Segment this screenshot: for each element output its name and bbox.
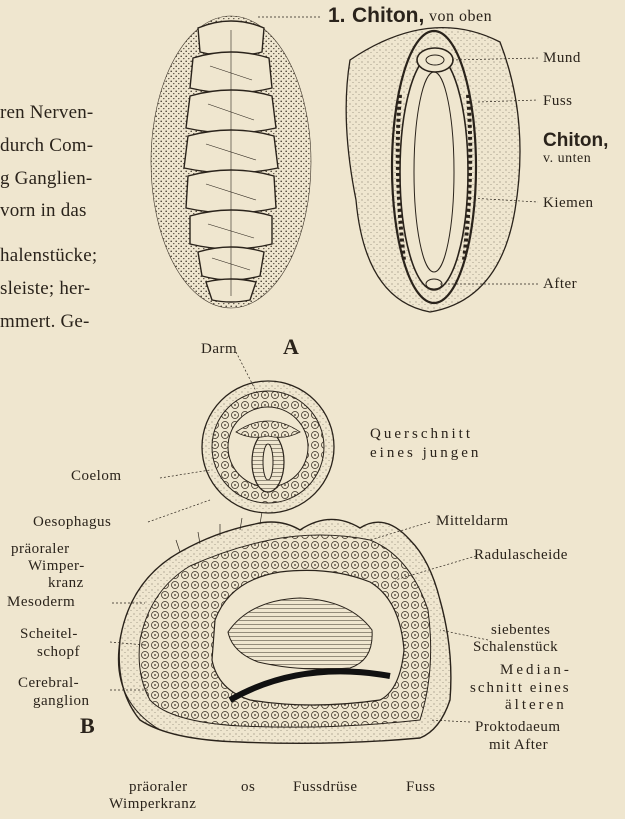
chiton-ventral-drawing <box>346 28 520 312</box>
label-querschnitt: Querschnitt <box>370 427 473 442</box>
label-kiemen: Kiemen <box>543 196 593 211</box>
cross-section-drawing <box>202 381 334 513</box>
label-aelteren: älteren <box>505 698 567 713</box>
label-mesoderm: Mesoderm <box>7 595 75 610</box>
median-section-drawing <box>118 512 451 743</box>
label-bottom-praeoraler: präoraler <box>129 780 188 795</box>
label-kranz: kranz <box>48 576 84 591</box>
figure-letter-b: B <box>80 715 95 737</box>
text-line-3: g Ganglien- <box>0 169 92 188</box>
label-bottom-fussdruese: Fussdrüse <box>293 780 358 795</box>
text-line-1: ren Nerven- <box>0 103 93 122</box>
header-number: 1. <box>328 5 346 26</box>
label-proktodaeum: Proktodaeum <box>475 720 561 735</box>
label-coelom: Coelom <box>71 469 122 484</box>
label-bottom-fuss: Fuss <box>406 780 436 795</box>
label-wimper: Wimper- <box>28 559 85 574</box>
text-line-4: vorn in das <box>0 201 87 220</box>
label-bottom-wimperkranz: Wimperkranz <box>109 797 196 812</box>
text-line-6: sleiste; her- <box>0 279 90 298</box>
label-schopf: schopf <box>37 645 80 660</box>
label-darm: Darm <box>201 342 237 357</box>
text-line-5: halenstücke; <box>0 246 97 265</box>
label-scheitel: Scheitel- <box>20 627 78 642</box>
chiton-dorsal-drawing <box>151 16 311 308</box>
text-line-7: mmert. Ge- <box>0 312 90 331</box>
label-fuss: Fuss <box>543 94 573 109</box>
header-title: Chiton, <box>352 5 424 26</box>
label-schalenstueck: Schalenstück <box>473 640 558 655</box>
label-siebentes: siebentes <box>491 623 550 638</box>
label-chiton-unten: Chiton, <box>543 131 608 150</box>
label-median: Median- <box>500 663 572 678</box>
label-cerebral: Cerebral- <box>18 676 79 691</box>
label-mitteldarm: Mitteldarm <box>436 514 509 529</box>
header-subtitle: von oben <box>429 9 492 25</box>
label-ganglion: ganglion <box>33 694 90 709</box>
text-line-2: durch Com- <box>0 136 93 155</box>
label-praeoraler: präoraler <box>11 542 70 557</box>
label-oesophagus: Oesophagus <box>33 515 111 530</box>
label-mit-after: mit After <box>489 738 548 753</box>
figure-letter-a: A <box>283 336 299 358</box>
label-mund: Mund <box>543 51 581 66</box>
label-eines-jungen: eines jungen <box>370 446 481 461</box>
label-v-unten: v. unten <box>543 152 591 166</box>
label-radulascheide: Radulascheide <box>474 548 568 563</box>
label-after: After <box>543 277 577 292</box>
label-schnitt-eines: schnitt eines <box>470 681 571 696</box>
label-bottom-os: os <box>241 780 255 795</box>
